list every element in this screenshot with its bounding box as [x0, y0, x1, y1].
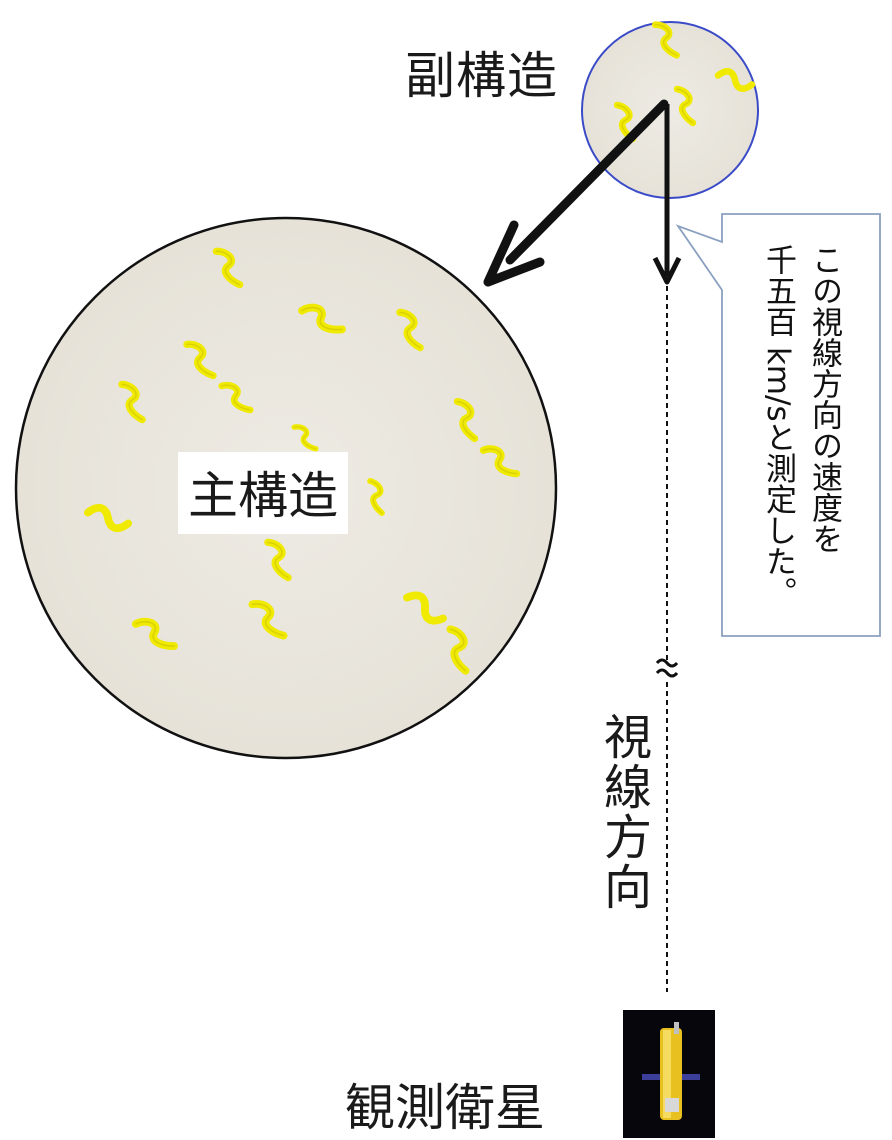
sub-structure-label: 副構造: [405, 47, 558, 105]
satellite-label: 観測衛星: [345, 1079, 545, 1137]
callout-line-2: 千五百 km/sと測定した。: [760, 244, 796, 608]
main-structure-label: 主構造: [178, 452, 348, 534]
satellite-image: [623, 1010, 715, 1138]
line-of-sight-label: 視線方向: [595, 712, 651, 912]
callout-text: この視線方向の速度を 千五百 km/sと測定した。: [755, 244, 847, 644]
line-of-sight-velocity-arrow: [652, 104, 682, 285]
sub-structure-circle: [581, 22, 759, 199]
callout-line-1: この視線方向の速度を: [806, 244, 842, 554]
velocity-arrow: [483, 99, 669, 287]
callout-box: [675, 213, 881, 637]
axis-break-mark: [655, 658, 679, 678]
